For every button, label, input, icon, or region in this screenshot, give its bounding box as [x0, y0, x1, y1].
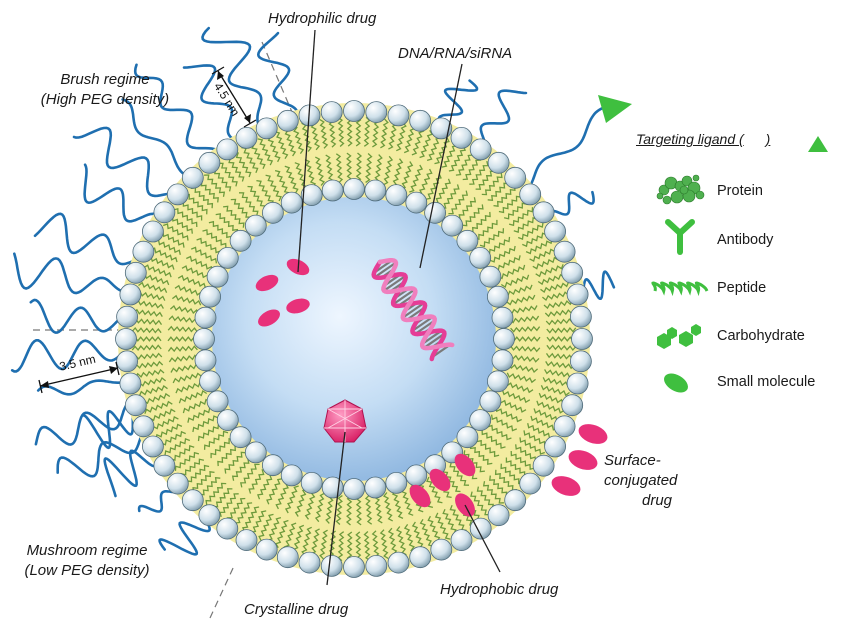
legend-title: Targeting ligand () — [636, 131, 770, 147]
legend-triangle-icon — [808, 136, 828, 152]
mushroom-regime-line-1: Mushroom regime — [26, 542, 148, 559]
dna-label: DNA/RNA/siRNA — [398, 45, 513, 62]
small-molecule-icon — [664, 373, 688, 393]
legend-item-antibody: Antibody — [717, 232, 774, 248]
hydrophilic-drug-label: Hydrophilic drug — [268, 10, 377, 27]
protein-icon — [656, 174, 705, 205]
brush-regime-line-1: Brush regime — [60, 71, 150, 88]
legend-item-carbohydrate: Carbohydrate — [717, 328, 805, 344]
mushroom-regime-line-2: (Low PEG density) — [24, 562, 150, 579]
legend-title-suffix: ) — [765, 131, 771, 147]
legend-item-protein: Protein — [717, 183, 763, 199]
legend-item-small-molecule: Small molecule — [717, 374, 816, 390]
hydrophilic-drug-molecules — [255, 258, 310, 327]
surface-line-1: Surface- — [604, 452, 661, 469]
legend-title-prefix: Targeting ligand ( — [636, 131, 744, 147]
antibody-icon — [665, 219, 695, 255]
carbohydrate-icon — [657, 324, 701, 349]
surface-line-3: drug — [642, 492, 673, 509]
dimension-arrows — [38, 66, 257, 394]
hydrophobic-drug-molecules — [409, 453, 476, 517]
peg-chains — [10, 26, 616, 556]
surface-conjugated-drug-label: Surface- conjugated drug — [604, 451, 704, 511]
lipid-tails — [131, 116, 577, 562]
hydrophobic-drug-label: Hydrophobic drug — [440, 581, 559, 598]
surface-conjugated-drug-molecules — [551, 424, 608, 496]
brush-regime-line-2: (High PEG density) — [40, 91, 170, 108]
crystalline-drug-label: Crystalline drug — [244, 601, 349, 618]
label-pointer-lines — [297, 29, 501, 586]
lipid-heads — [115, 100, 593, 578]
mushroom-regime-label: Mushroom regime (Low PEG density) — [2, 541, 172, 581]
peptide-icon — [651, 281, 709, 297]
aqueous-core — [212, 197, 496, 481]
legend-item-peptide: Peptide — [717, 280, 767, 296]
surface-line-2: conjugated — [604, 472, 678, 489]
targeting-ligand-triangle — [598, 95, 632, 123]
crystalline-drug — [323, 399, 367, 443]
dna-helix — [371, 258, 455, 362]
brush-regime-label: Brush regime (High PEG density) — [20, 70, 190, 110]
